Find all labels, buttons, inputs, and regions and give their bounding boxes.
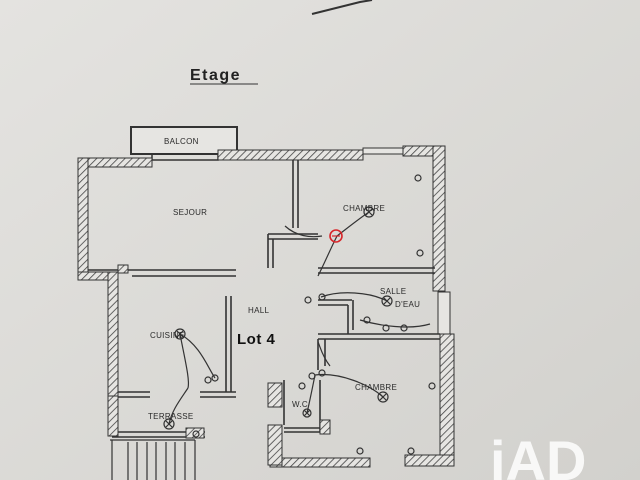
room-label-balcon: BALCON xyxy=(164,137,199,146)
lot-label: Lot 4 xyxy=(237,331,275,348)
room-label-hall: HALL xyxy=(248,306,269,315)
electrical-fixtures xyxy=(163,174,436,455)
room-label-salle-line1: SALLE xyxy=(380,287,406,296)
plan-title: Etage xyxy=(190,67,241,84)
room-label-terrasse: TERRASSE xyxy=(148,412,194,421)
room-label-chambre-top: CHAMBRE xyxy=(343,204,385,213)
wall-blocks xyxy=(107,264,331,466)
staircase xyxy=(110,439,196,480)
room-label-sejour: SEJOUR xyxy=(173,208,207,217)
exterior-walls xyxy=(77,145,455,468)
room-label-cuisine: CUISINE xyxy=(150,331,185,340)
brand-watermark: iAD xyxy=(490,429,586,480)
red-marker xyxy=(329,229,343,243)
room-label-chambre-bottom: CHAMBRE xyxy=(355,383,397,392)
room-label-salle-line2: D'EAU xyxy=(395,300,420,309)
interior-walls xyxy=(88,160,440,438)
room-label-wc: W.C xyxy=(292,400,308,409)
pen-mark xyxy=(311,0,373,15)
